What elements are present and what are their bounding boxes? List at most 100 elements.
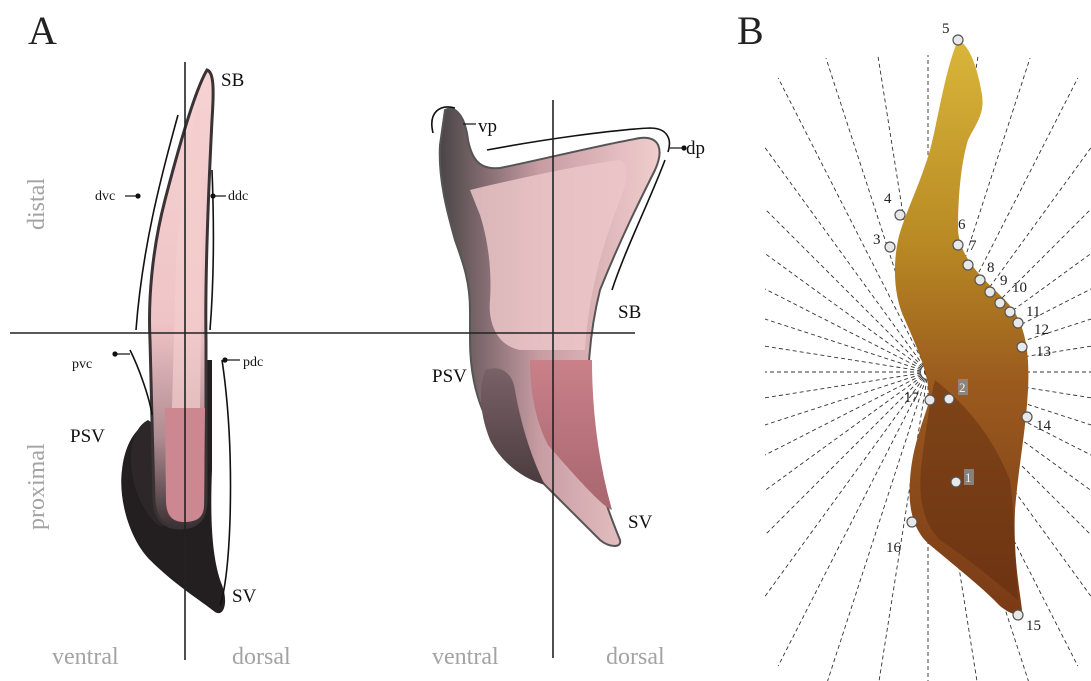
vp-label: vp bbox=[478, 116, 497, 137]
radial-guide-line bbox=[927, 371, 1091, 456]
landmark-point bbox=[906, 516, 918, 528]
right-psv bbox=[480, 368, 545, 485]
ossicle-photo-shape bbox=[894, 40, 1029, 615]
landmark-label: 14 bbox=[1036, 418, 1052, 434]
radial-guide-line bbox=[765, 371, 929, 456]
radial-guide-line bbox=[927, 371, 1079, 667]
radial-guide-line bbox=[877, 55, 929, 373]
psv-label-right: PSV bbox=[432, 366, 467, 387]
radial-guide-line bbox=[765, 371, 929, 399]
landmark-point bbox=[1016, 341, 1028, 353]
radial-guide-line bbox=[765, 318, 929, 373]
radial-guide-line bbox=[765, 208, 929, 373]
radial-guide-line bbox=[765, 345, 929, 373]
landmark-point bbox=[894, 209, 906, 221]
radial-guide-line bbox=[927, 318, 1091, 373]
radial-guide-line bbox=[765, 288, 929, 373]
sb-outline bbox=[611, 159, 666, 291]
radial-guide-line bbox=[927, 58, 1031, 373]
dp-outline bbox=[486, 127, 671, 153]
landmark-point bbox=[952, 239, 964, 251]
pdc-label: pdc bbox=[243, 355, 263, 370]
sv-label-right: SV bbox=[628, 512, 653, 533]
landmark-label: 5 bbox=[942, 21, 950, 37]
radial-guide-line bbox=[927, 253, 1091, 373]
landmark-point bbox=[950, 476, 962, 488]
ddc-curve bbox=[209, 169, 215, 331]
radial-guide-line bbox=[765, 371, 929, 536]
radial-guide-line bbox=[878, 371, 929, 681]
radial-guide-line bbox=[765, 371, 929, 598]
radial-guide-line bbox=[927, 288, 1091, 373]
landmark-label-box bbox=[964, 469, 974, 485]
landmark-label: 8 bbox=[987, 260, 995, 276]
dorsal-axis-label-left: dorsal bbox=[232, 644, 291, 670]
radial-guide-line bbox=[777, 77, 929, 373]
sv-label-left: SV bbox=[232, 586, 257, 607]
landmark-label: 10 bbox=[1012, 280, 1027, 296]
landmark-points bbox=[884, 34, 1033, 621]
landmark-label: 6 bbox=[958, 217, 966, 233]
landmark-point bbox=[1012, 317, 1024, 329]
landmark-point bbox=[924, 394, 936, 406]
radial-guide-line bbox=[765, 371, 929, 426]
pvc-curve bbox=[129, 349, 153, 416]
panel-a-label: A bbox=[28, 8, 57, 53]
landmark-label-box bbox=[958, 379, 968, 395]
radial-guide-line bbox=[765, 146, 929, 373]
landmark-label: 16 bbox=[886, 540, 902, 556]
landmark-label: 2 bbox=[959, 380, 966, 395]
landmark-point bbox=[1004, 306, 1016, 318]
dvc-label: dvc bbox=[95, 189, 115, 204]
right-element-drawing bbox=[431, 106, 671, 547]
landmark-point bbox=[884, 241, 896, 253]
ddc-label: ddc bbox=[228, 189, 248, 204]
landmark-point bbox=[994, 297, 1006, 309]
landmark-label: 9 bbox=[1000, 273, 1008, 289]
right-inner-pink bbox=[470, 160, 627, 350]
radial-guide-line bbox=[927, 371, 1091, 598]
landmark-label: 4 bbox=[884, 191, 892, 207]
landmark-point bbox=[1021, 411, 1033, 423]
distal-axis-label: distal bbox=[24, 178, 50, 230]
landmark-point bbox=[943, 393, 955, 405]
vp-outline bbox=[431, 106, 456, 134]
radial-guide-line bbox=[927, 77, 1079, 373]
dp-label: dp bbox=[686, 138, 705, 159]
right-sv-pink bbox=[530, 360, 612, 510]
landmark-label: 7 bbox=[969, 238, 977, 254]
panel-b-label: B bbox=[737, 8, 764, 53]
pdc-curve bbox=[219, 359, 232, 606]
psv-label-left: PSV bbox=[70, 426, 105, 447]
label-pointers bbox=[112, 123, 687, 363]
radial-guide-line bbox=[825, 58, 929, 373]
landmark-label: 12 bbox=[1034, 322, 1049, 338]
landmark-label: 17 bbox=[904, 390, 920, 406]
landmark-point bbox=[984, 286, 996, 298]
proximal-axis-label: proximal bbox=[24, 443, 50, 530]
radial-guide-line bbox=[927, 371, 1091, 426]
landmark-point bbox=[962, 259, 974, 271]
sb-label-left: SB bbox=[221, 70, 244, 91]
dorsal-axis-label-right: dorsal bbox=[606, 644, 665, 670]
radial-guide-line bbox=[765, 253, 929, 373]
dvc-curve bbox=[135, 114, 179, 331]
sb-label-right: SB bbox=[618, 302, 641, 323]
radial-guide-line bbox=[927, 371, 1091, 491]
landmark-label: 11 bbox=[1026, 304, 1040, 320]
landmark-point bbox=[974, 274, 986, 286]
landmark-label: 15 bbox=[1026, 618, 1041, 634]
radial-guide-line bbox=[827, 371, 929, 681]
radial-guide-line bbox=[777, 371, 929, 667]
ventral-axis-label-right: ventral bbox=[432, 644, 499, 670]
radial-guide-line bbox=[765, 371, 929, 491]
pvc-label: pvc bbox=[72, 357, 92, 372]
landmark-label: 1 bbox=[965, 470, 972, 485]
left-element-drawing bbox=[121, 68, 232, 614]
ventral-axis-label-left: ventral bbox=[52, 644, 119, 670]
landmark-point bbox=[952, 34, 964, 46]
ossicle-shadow bbox=[920, 380, 1018, 600]
landmark-label: 3 bbox=[873, 232, 881, 248]
